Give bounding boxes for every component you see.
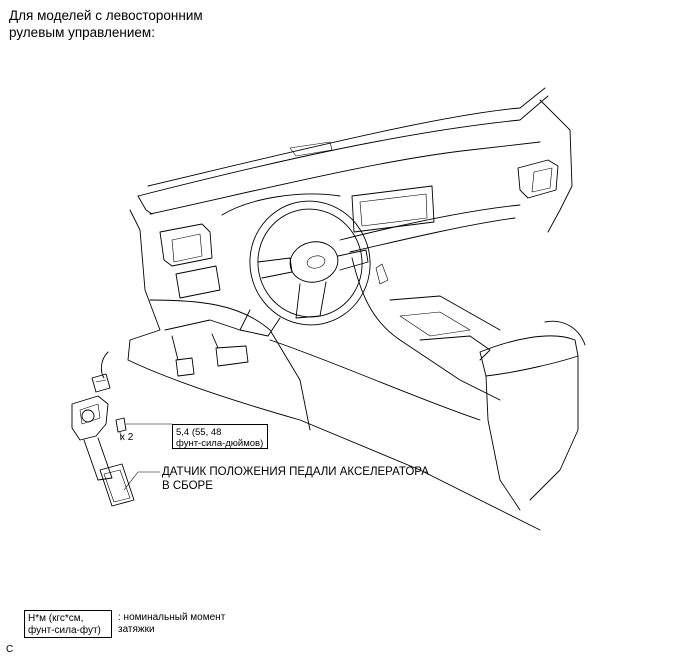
left-vent-inner xyxy=(171,233,203,263)
accelerator-pedal-pad xyxy=(99,463,135,507)
knee-panel-lower xyxy=(164,319,241,331)
legend-desc-line-1: : номинальный момент xyxy=(118,612,226,623)
legend-desc-line-2: затяжки xyxy=(118,624,155,635)
page-title: Для моделей с левосторонним рулевым упра… xyxy=(9,7,203,41)
accelerator-pedal-pad-inner xyxy=(103,469,131,503)
left-dash-side xyxy=(127,209,161,361)
steering-wheel-rim-inner xyxy=(257,208,363,318)
armrest-right-side xyxy=(529,355,579,501)
pedal-left-arm xyxy=(171,335,179,361)
steering-spoke-left xyxy=(257,257,293,279)
cluster-hood xyxy=(221,193,341,216)
legend-box-line-2: фунт-сила-фут) xyxy=(28,625,101,636)
bolt xyxy=(115,417,127,433)
console-tray xyxy=(399,311,471,337)
steering-column xyxy=(239,309,281,337)
steering-wheel-hub xyxy=(289,241,339,283)
legend-box: Н*м (кгс*см, фунт-сила-фут) xyxy=(24,610,112,638)
pedal-sensor xyxy=(81,409,95,423)
right-vent xyxy=(517,159,559,199)
figure-code: C xyxy=(6,644,14,655)
part-label-line-2: В СБОРЕ xyxy=(162,480,213,492)
part-label: ДАТЧИК ПОЛОЖЕНИЯ ПЕДАЛИ АКСЕЛЕРАТОРА В С… xyxy=(162,465,429,493)
pedal-arm xyxy=(83,437,113,481)
center-stack-top xyxy=(339,204,521,241)
dash-top-rear xyxy=(149,141,541,215)
armrest-left-side xyxy=(485,375,521,511)
pedal-brake-arm xyxy=(211,333,219,349)
center-display xyxy=(351,185,435,233)
pedal-bracket xyxy=(71,395,109,441)
pedal-left-pad xyxy=(175,357,195,377)
steering-wheel-rim xyxy=(249,200,371,326)
title-line-1: Для моделей с левосторонним xyxy=(9,8,203,23)
console-right-edge xyxy=(544,320,586,346)
floor-tunnel xyxy=(269,339,481,421)
shift-area xyxy=(419,335,491,361)
center-console-upper xyxy=(389,295,501,331)
legend-box-line-1: Н*м (кгс*см, xyxy=(28,613,84,624)
armrest-top xyxy=(479,335,579,377)
pedal-bracket-detail xyxy=(79,403,101,425)
windshield-edge xyxy=(147,87,546,187)
defroster-vent xyxy=(289,141,333,157)
connector-detail xyxy=(95,379,107,383)
center-control xyxy=(375,263,389,285)
part-leader xyxy=(123,471,161,491)
dash-top-edge xyxy=(137,95,549,197)
legend-description: : номинальный момент затяжки xyxy=(118,612,225,636)
dash-top-left-corner xyxy=(137,195,153,215)
center-display-inner xyxy=(359,193,428,227)
left-vent-outer xyxy=(159,223,213,267)
bolt-quantity: x 2 xyxy=(120,432,134,443)
torque-spec-line-1: 5,4 (55, 48 xyxy=(176,427,222,438)
steering-spoke-right xyxy=(337,249,369,271)
bolt-thread xyxy=(119,431,122,441)
center-stack-middle xyxy=(349,217,516,253)
connector-body xyxy=(91,373,111,393)
torque-spec-box: 5,4 (55, 48 фунт-сила-дюймов) xyxy=(172,424,268,449)
center-console-side xyxy=(351,257,501,401)
steering-spoke-bottom xyxy=(295,281,327,319)
pedal-brake-pad xyxy=(215,345,249,367)
steering-wheel-logo xyxy=(306,255,326,269)
left-switch-panel xyxy=(175,265,221,299)
floor-line xyxy=(127,359,541,531)
dash-right-end xyxy=(539,99,573,233)
torque-spec-line-2: фунт-сила-дюймов) xyxy=(176,438,264,449)
knee-panel xyxy=(149,299,311,431)
part-label-line-1: ДАТЧИК ПОЛОЖЕНИЯ ПЕДАЛИ АКСЕЛЕРАТОРА xyxy=(162,466,429,478)
right-vent-inner xyxy=(531,167,553,193)
title-line-2: рулевым управлением: xyxy=(9,25,155,40)
connector-wire xyxy=(100,351,109,379)
